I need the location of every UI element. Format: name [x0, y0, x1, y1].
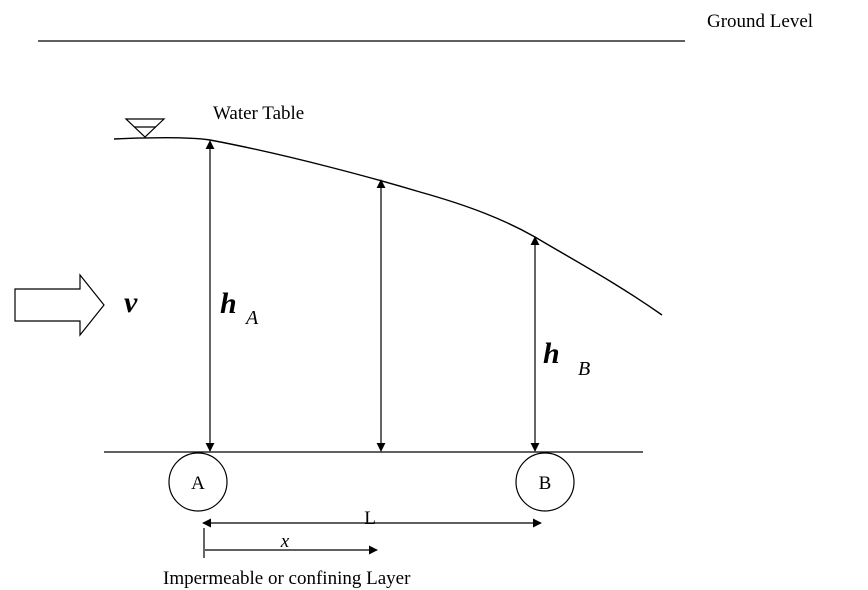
water-table-label: Water Table [213, 103, 304, 124]
ground-level-label: Ground Level [707, 11, 813, 32]
well-a-label: A [191, 473, 205, 494]
water-table-symbol-icon [124, 118, 166, 138]
velocity-label: v [124, 286, 138, 319]
head-a-label: h [220, 287, 237, 320]
well-b-circle [515, 452, 575, 512]
distance-label: x [280, 531, 290, 552]
impermeable-layer-label: Impermeable or confining Layer [163, 568, 411, 589]
head-b-label: h [543, 337, 560, 370]
water-table-curve [113, 136, 663, 316]
flow-direction-arrow-icon [14, 273, 105, 337]
head-b-subscript: B [578, 358, 590, 380]
head-a-subscript: A [244, 307, 259, 329]
well-a-circle [168, 452, 228, 512]
well-b-label: B [539, 473, 552, 494]
length-label: L [364, 508, 376, 529]
